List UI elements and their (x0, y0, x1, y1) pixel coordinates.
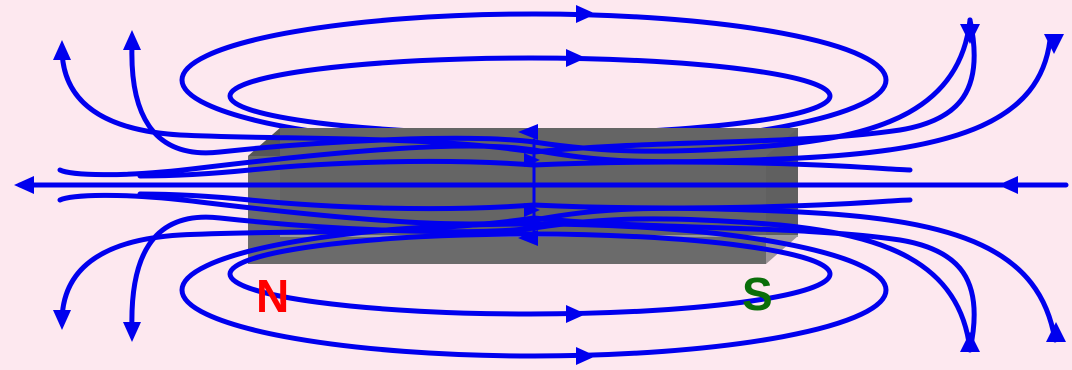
upper-inner-field-loop (227, 55, 833, 137)
arrow-down-far-left (53, 310, 71, 330)
arrow-lower-inner-loop (566, 305, 586, 323)
arrow-magnet-top (518, 124, 538, 140)
arrow-axis-left (14, 176, 34, 194)
north-pole-label: N (256, 270, 289, 322)
inner-field-line-1 (57, 37, 1053, 178)
arrow-up-lower-far-right (1046, 322, 1066, 342)
arrow-magnet-bottom (518, 230, 538, 246)
arrow-down-upper-right (960, 24, 980, 44)
arrow-magnet-mid-lower (524, 203, 540, 217)
lower-mid-line (137, 191, 537, 212)
arrow-up-far-left (53, 40, 71, 60)
arrow-axis-right (998, 176, 1018, 194)
arrow-upper-inner-loop (566, 49, 586, 67)
arrow-down-upper-far-right (1044, 34, 1064, 54)
south-pole-label: S (742, 268, 773, 320)
lower-mid-line-right (531, 197, 913, 211)
arrow-magnet-mid-upper (524, 153, 540, 167)
arrow-up-left (123, 30, 141, 50)
arrow-lower-outer-loop (576, 347, 596, 365)
inner-field-line-4 (57, 192, 1058, 343)
arrow-up-lower-right (960, 332, 980, 352)
arrow-down-left (123, 322, 141, 342)
arrow-upper-outer-loop (576, 5, 596, 23)
upper-fan-line-left (59, 45, 537, 155)
upper-mid-line-right (531, 159, 913, 173)
upper-fan-line-right (531, 17, 977, 155)
upper-mid-line (137, 158, 537, 179)
